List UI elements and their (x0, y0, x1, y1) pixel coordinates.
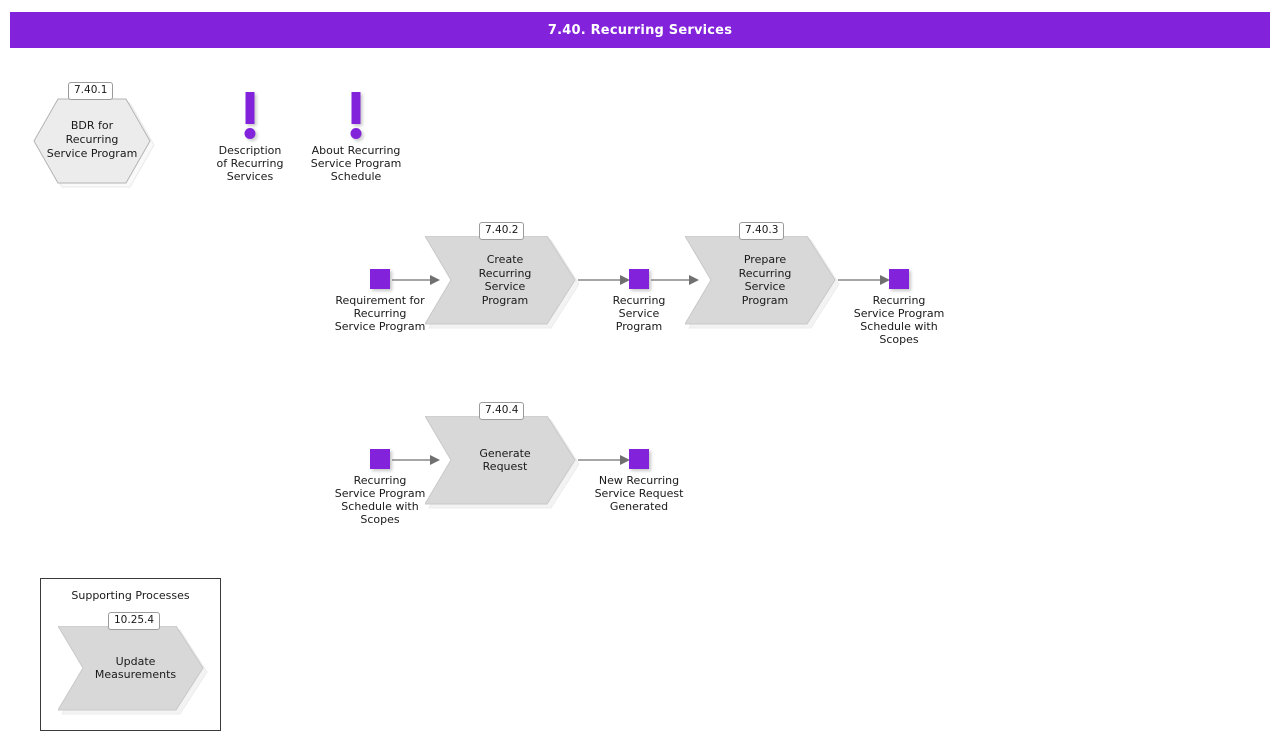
process-number-tag: 7.40.4 (479, 402, 525, 420)
process-generate-request[interactable]: Generate Request (425, 416, 580, 509)
exclamation-dot-icon (244, 128, 256, 139)
data-object-icon (889, 269, 909, 289)
process-number-tag: 7.40.2 (479, 222, 525, 240)
exclamation-note-icon (245, 92, 255, 124)
note-about-recurring-service-program-schedule[interactable]: About Recurring Service Program Schedule (311, 92, 401, 183)
data-object-icon (370, 449, 390, 469)
process-update-measurements[interactable]: Update Measurements (58, 626, 208, 715)
bdr-hexagon-node[interactable]: BDR for Recurring Service Program (32, 97, 155, 188)
data-object-recurring-service-program[interactable]: Recurring Service Program (613, 269, 665, 333)
page-header-bar: 7.40. Recurring Services (10, 12, 1270, 48)
hexagon-icon (33, 98, 155, 188)
process-label: Prepare Recurring Service Program (738, 253, 792, 307)
chevron-shape-icon (425, 236, 580, 329)
process-label: Generate Request (479, 446, 531, 474)
data-object-new-recurring-service-request-generated[interactable]: New Recurring Service Request Generated (595, 449, 683, 513)
data-object-recurring-service-program-schedule-with-scopes-input[interactable]: Recurring Service Program Schedule with … (335, 449, 425, 526)
data-object-icon (370, 269, 390, 289)
data-object-label: Recurring Service Program (612, 294, 666, 333)
connector-arrow (578, 275, 630, 285)
bdr-label: BDR for Recurring Service Program (46, 119, 138, 160)
note-description-of-recurring-services[interactable]: Description of Recurring Services (210, 92, 290, 183)
data-object-icon (629, 269, 649, 289)
data-object-label: Recurring Service Program Schedule with … (853, 294, 945, 346)
data-object-label: Recurring Service Program Schedule with … (334, 474, 426, 526)
exclamation-dot-icon (350, 128, 362, 139)
chevron-shape-icon (425, 416, 580, 509)
data-object-label: Requirement for Recurring Service Progra… (334, 294, 426, 333)
bdr-number-tag: 7.40.1 (68, 82, 114, 100)
note-label: Description of Recurring Services (216, 144, 284, 183)
supporting-process-number-tag: 10.25.4 (108, 612, 161, 630)
connector-arrow (651, 275, 699, 285)
connector-arrow (838, 275, 890, 285)
connector-arrow (392, 275, 440, 285)
process-prepare-recurring-service-program[interactable]: Prepare Recurring Service Program (685, 236, 840, 329)
process-label: Create Recurring Service Program (478, 253, 532, 307)
exclamation-note-icon (351, 92, 361, 124)
data-object-label: New Recurring Service Request Generated (594, 474, 684, 513)
chevron-shape-icon (685, 236, 840, 329)
data-object-icon (629, 449, 649, 469)
supporting-processes-title: Supporting Processes (71, 589, 190, 602)
process-number-tag: 7.40.3 (739, 222, 785, 240)
page-title: 7.40. Recurring Services (547, 22, 733, 38)
data-object-recurring-service-program-schedule-with-scopes[interactable]: Recurring Service Program Schedule with … (854, 269, 944, 346)
process-label: Update Measurements (94, 654, 177, 682)
process-create-recurring-service-program[interactable]: Create Recurring Service Program (425, 236, 580, 329)
connector-arrow (392, 455, 440, 465)
chevron-shape-icon (58, 626, 208, 715)
note-label: About Recurring Service Program Schedule (310, 144, 402, 183)
connector-arrow (578, 455, 630, 465)
data-object-requirement-for-recurring-service-program[interactable]: Requirement for Recurring Service Progra… (335, 269, 425, 333)
